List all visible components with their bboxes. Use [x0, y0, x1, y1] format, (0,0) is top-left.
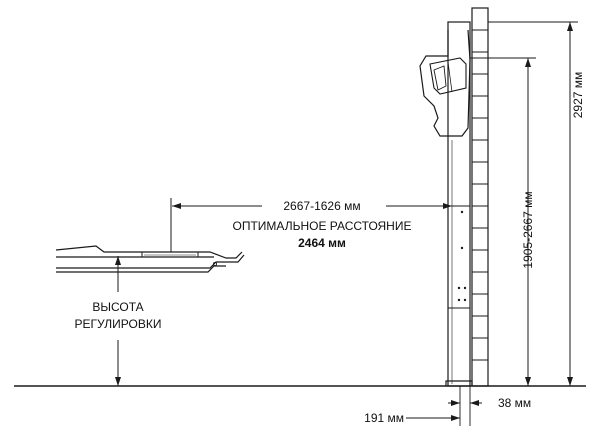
camera-height-dimension [470, 57, 536, 386]
lift-platform [55, 198, 245, 273]
distance-range-label: 2667-1626 мм [283, 199, 360, 213]
camera-height-label: 1905-2667 мм [521, 191, 535, 268]
total-height-dimension [488, 21, 578, 386]
height-adjust-label-line1: ВЫСОТА [92, 300, 143, 314]
camera-head [419, 29, 471, 137]
height-adjust-arrow [115, 256, 121, 386]
optimal-distance-value: 2464 мм [298, 236, 346, 250]
height-adjust-label-line2: РЕГУЛИРОВКИ [75, 317, 162, 331]
base-offset-label: 191 мм [364, 411, 404, 425]
column-width-label: 38 мм [498, 396, 531, 410]
total-height-label: 2927 мм [571, 72, 585, 119]
distance-arrow [172, 203, 452, 209]
optimal-distance-label: ОПТИМАЛЬНОЕ РАССТОЯНИЕ [233, 219, 412, 233]
base-offset-dimension [406, 386, 482, 426]
segmented-rail [471, 7, 489, 387]
aligner-column [445, 21, 473, 387]
